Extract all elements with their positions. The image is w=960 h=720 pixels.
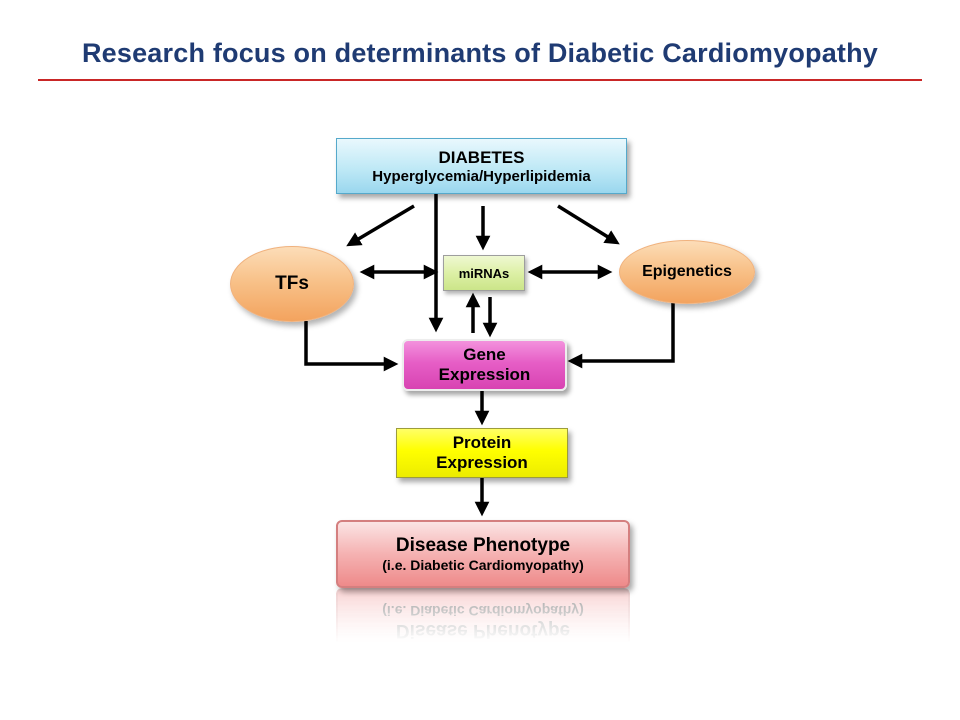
protein-expression-line2: Expression (436, 453, 528, 472)
node-mirnas: miRNAs (443, 255, 525, 291)
node-diabetes: DIABETES Hyperglycemia/Hyperlipidemia (336, 138, 627, 194)
arrow-epigenetics-to-gene-elbow (567, 303, 675, 369)
disease-phenotype-reflection: Disease Phenotype (i.e. Diabetic Cardiom… (336, 588, 630, 656)
disease-phenotype-subtitle: (i.e. Diabetic Cardiomyopathy) (382, 557, 584, 573)
protein-expression-line1: Protein (452, 432, 512, 452)
node-gene-expression: Gene Expression (402, 339, 567, 391)
node-tfs: TFs (230, 246, 354, 322)
gene-expression-line2: Expression (438, 365, 531, 384)
gene-expression-line1: Gene (463, 344, 506, 364)
node-epigenetics: Epigenetics (619, 240, 755, 304)
slide-title: Research focus on determinants of Diabet… (81, 38, 879, 68)
arrow-tfs-to-gene-elbow (304, 321, 399, 372)
diabetes-subtitle: Hyperglycemia/Hyperlipidemia (372, 167, 591, 185)
tfs-label: TFs (275, 273, 309, 294)
arrow-diabetes-to-tfs (346, 204, 415, 247)
title-divider (38, 79, 922, 81)
epigenetics-label: Epigenetics (642, 263, 732, 280)
arrow-diabetes-to-epigenetics (557, 204, 620, 245)
disease-phenotype-title: Disease Phenotype (395, 535, 571, 556)
node-protein-expression: Protein Expression (396, 428, 568, 478)
diabetes-title: DIABETES (438, 147, 525, 167)
node-disease-phenotype: Disease Phenotype (i.e. Diabetic Cardiom… (336, 520, 630, 588)
mirnas-label: miRNAs (458, 265, 510, 281)
